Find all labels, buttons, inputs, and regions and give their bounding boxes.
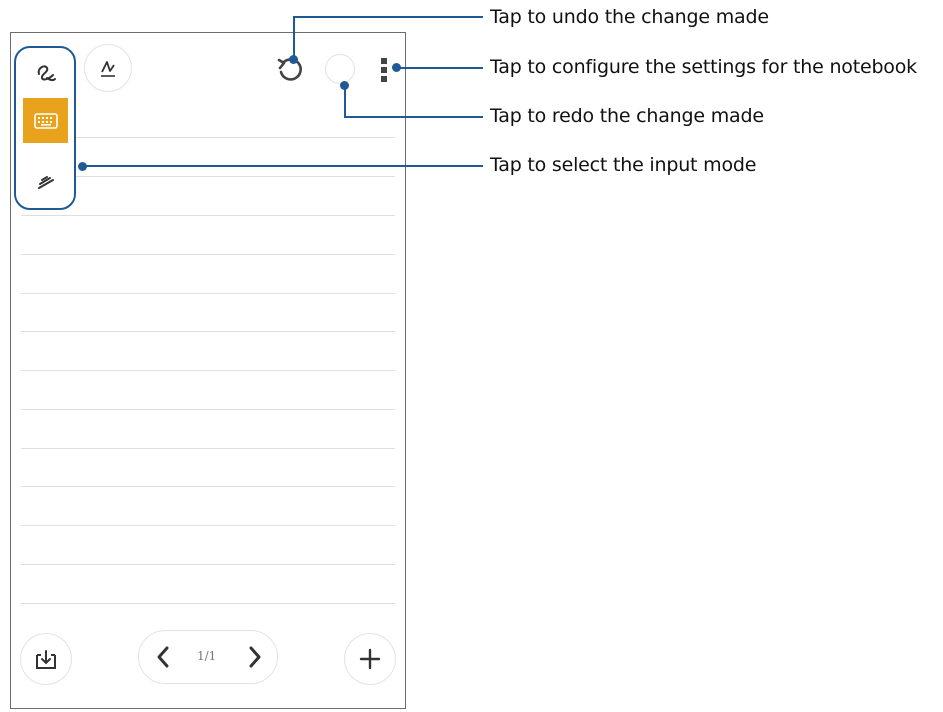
ruled-line (21, 254, 395, 255)
input-mode-callout-dot (78, 162, 87, 171)
ruled-line (21, 215, 395, 216)
chevron-left-icon (157, 646, 169, 668)
pen-stroke-icon (101, 61, 115, 77)
import-tray-icon (36, 650, 56, 669)
ruled-line (21, 486, 395, 487)
redo-callout-line (344, 116, 483, 118)
redo-callout-text: Tap to redo the change made (490, 105, 764, 127)
page-navigator: 1/1 (138, 630, 278, 684)
keyboard-icon (33, 112, 58, 129)
settings-callout-dot (392, 63, 401, 72)
ruled-line (21, 603, 395, 604)
input-mode-callout-line (84, 165, 483, 167)
next-page-button[interactable] (245, 644, 265, 674)
add-page-button[interactable] (344, 633, 396, 685)
undo-callout-line (293, 16, 483, 18)
ruled-line (21, 137, 395, 138)
ruled-line (21, 176, 395, 177)
brush-icon (37, 175, 54, 189)
plus-icon (359, 648, 381, 670)
more-vertical-icon (381, 58, 387, 82)
undo-callout-text: Tap to undo the change made (490, 6, 769, 28)
redo-callout-line (344, 84, 346, 117)
undo-callout-dot (289, 55, 298, 64)
input-mode-callout-text: Tap to select the input mode (490, 154, 757, 176)
keyboard-mode-button[interactable] (23, 98, 68, 143)
squiggle-icon (37, 64, 56, 81)
ruled-line (21, 525, 395, 526)
draw-mode-button[interactable] (23, 158, 68, 203)
settings-button[interactable] (376, 56, 392, 86)
pen-tool-button[interactable] (84, 44, 132, 92)
ruled-line (21, 370, 395, 371)
settings-callout-line (398, 67, 483, 69)
ruled-line (21, 409, 395, 410)
input-mode-selector (14, 46, 76, 210)
ruled-line (21, 331, 395, 332)
export-button[interactable] (20, 633, 72, 685)
notebook-screen (10, 32, 406, 709)
settings-callout-text: Tap to configure the settings for the no… (490, 56, 917, 78)
page-indicator: 1/1 (197, 649, 217, 663)
redo-button[interactable] (325, 54, 355, 84)
ruled-line (21, 448, 395, 449)
chevron-right-icon (249, 646, 261, 668)
previous-page-button[interactable] (153, 644, 173, 674)
ruled-line (21, 564, 395, 565)
ruled-line (21, 293, 395, 294)
handwriting-mode-button[interactable] (23, 50, 68, 95)
undo-callout-line (293, 16, 295, 58)
